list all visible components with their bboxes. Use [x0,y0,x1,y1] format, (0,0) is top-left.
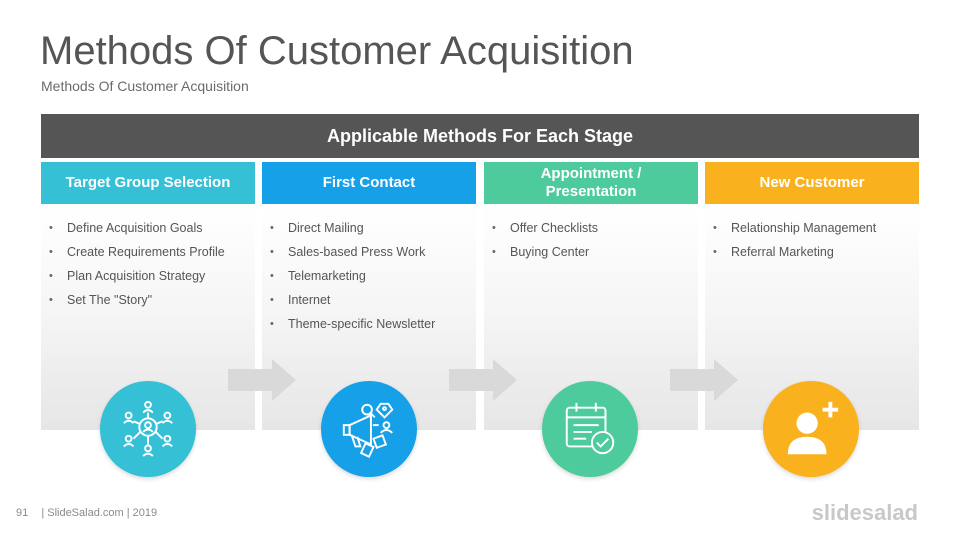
stage-list: Relationship Management Referral Marketi… [713,216,909,264]
calendar-check-icon [565,402,615,455]
list-item: Internet [270,288,466,312]
stage-body: Offer Checklists Buying Center [484,204,698,430]
list-item: Offer Checklists [492,216,688,240]
list-item: Relationship Management [713,216,909,240]
list-item: Set The "Story" [49,288,245,312]
add-user-icon [787,401,839,455]
network-people-icon [123,400,173,457]
footer: 91 | SlideSalad.com | 2019 [16,507,157,519]
footer-credit: | SlideSalad.com | 2019 [41,507,158,519]
stage-body: Direct Mailing Sales-based Press Work Te… [262,204,476,430]
stage-body: Relationship Management Referral Marketi… [705,204,919,430]
stage-column-new-customer: New Customer Relationship Management Ref… [705,162,919,430]
stage-heading: Appointment / Presentation [484,162,698,204]
stage-heading: Target Group Selection [41,162,255,204]
stage-heading: First Contact [262,162,476,204]
stage-list: Define Acquisition Goals Create Requirem… [49,216,245,312]
stage-list: Offer Checklists Buying Center [492,216,688,264]
page-title: Methods Of Customer Acquisition [40,29,634,73]
list-item: Referral Marketing [713,240,909,264]
banner-label: Applicable Methods For Each Stage [326,125,634,146]
list-item: Create Requirements Profile [49,240,245,264]
list-item: Telemarketing [270,264,466,288]
list-item: Define Acquisition Goals [49,216,245,240]
list-item: Plan Acquisition Strategy [49,264,245,288]
megaphone-icon [342,402,394,458]
stage-column-appointment: Appointment / Presentation Offer Checkli… [484,162,698,430]
new-customer-circle [763,381,859,477]
list-item: Direct Mailing [270,216,466,240]
page-subtitle: Methods Of Customer Acquisition [41,78,249,94]
list-item: Theme-specific Newsletter [270,312,466,336]
stage-list: Direct Mailing Sales-based Press Work Te… [270,216,466,336]
right-arrow-icon [670,359,738,401]
list-item: Buying Center [492,240,688,264]
page-number: 91 [16,507,29,519]
stages-banner: Applicable Methods For Each Stage [41,114,919,158]
appointment-circle [542,381,638,477]
first-contact-circle [321,381,417,477]
list-item: Sales-based Press Work [270,240,466,264]
stage-column-first-contact: First Contact Direct Mailing Sales-based… [262,162,476,430]
target-group-circle [100,381,196,477]
right-arrow-icon [228,359,296,401]
right-arrow-icon [449,359,517,401]
brand-logo: slidesalad [811,500,918,525]
stage-heading: New Customer [705,162,919,204]
